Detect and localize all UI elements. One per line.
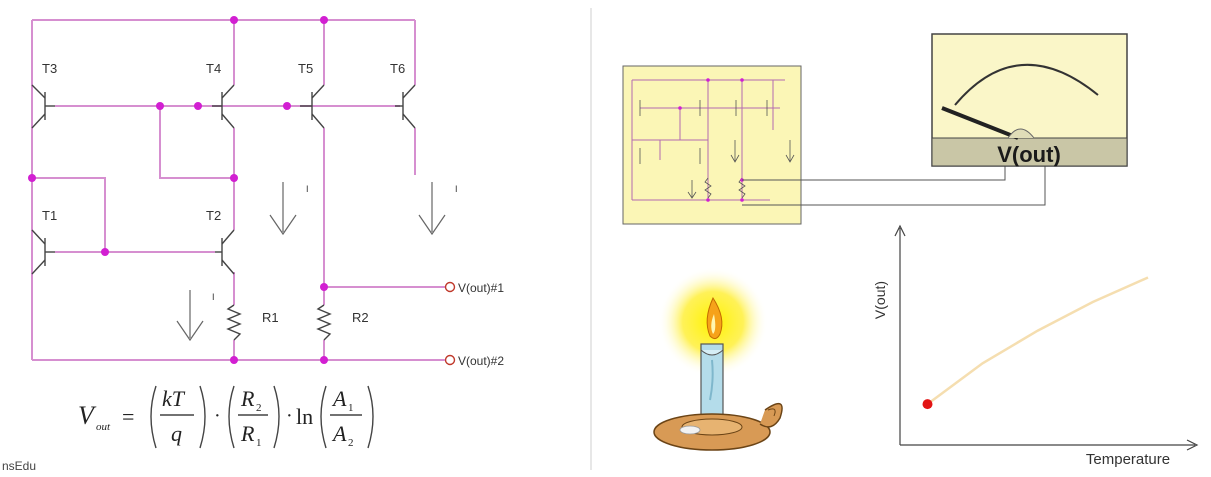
label-t6: T6 xyxy=(390,61,405,76)
node xyxy=(320,356,328,364)
formula-dot-2: · xyxy=(286,405,293,427)
meter-label: V(out) xyxy=(997,142,1061,167)
transistor-t2 xyxy=(215,229,235,275)
node xyxy=(194,102,202,110)
node xyxy=(230,174,238,182)
transistor-t4 xyxy=(212,84,235,129)
label-r2: R2 xyxy=(352,310,369,325)
transistor-t6 xyxy=(395,84,416,129)
formula-r1-sub: 1 xyxy=(256,437,262,449)
label-vout2: V(out)#2 xyxy=(458,354,504,368)
formula-v: V xyxy=(78,401,97,430)
formula-a2-sub: 2 xyxy=(348,437,354,449)
node xyxy=(320,283,328,291)
formula-q: q xyxy=(171,421,182,446)
node xyxy=(320,16,328,24)
label-vout1: V(out)#1 xyxy=(458,281,504,295)
formula-a2: A xyxy=(331,421,347,446)
t1-loop xyxy=(32,177,106,252)
formula-dot-1: · xyxy=(214,405,221,427)
current-arrow-3: I xyxy=(176,290,215,342)
meter-wire-2 xyxy=(742,158,1046,206)
graph-curve xyxy=(926,276,1149,406)
vout1-terminal xyxy=(444,281,456,293)
resistor-r2 xyxy=(316,304,332,341)
label-t3: T3 xyxy=(42,61,57,76)
node xyxy=(283,102,291,110)
t4-loop xyxy=(159,106,234,179)
label-t2: T2 xyxy=(206,208,221,223)
formula-r1: R xyxy=(240,421,255,446)
graph-ylabel: V(out) xyxy=(872,281,888,319)
formula: V out = kT q · R 2 R 1 · ln A 1 A 2 xyxy=(78,385,374,449)
footer-credit: nsEdu xyxy=(2,459,36,473)
circuit-diagram: T3 T4 T5 T6 T1 T2 I I I R1 R2 V(out)#1 V… xyxy=(28,16,504,368)
formula-r2-sub: 2 xyxy=(256,402,262,414)
voltmeter: V(out) xyxy=(931,33,1128,167)
meter-needle xyxy=(941,106,1019,140)
formula-v-sub: out xyxy=(96,421,111,433)
vout-temperature-graph: V(out) Temperature xyxy=(872,224,1199,468)
current-arrow-1: I xyxy=(269,182,309,236)
label-r1: R1 xyxy=(262,310,279,325)
current-arrow-2: I xyxy=(418,182,458,236)
formula-ln: ln xyxy=(296,404,313,429)
graph-start-point xyxy=(922,399,933,410)
formula-r2: R xyxy=(240,386,255,411)
node xyxy=(156,102,164,110)
node xyxy=(101,248,109,256)
svg-text:I: I xyxy=(306,184,309,194)
label-t4: T4 xyxy=(206,61,221,76)
formula-a1: A xyxy=(331,386,347,411)
formula-equals: = xyxy=(122,404,134,429)
resistor-r1 xyxy=(226,304,242,341)
node xyxy=(230,356,238,364)
graph-xlabel: Temperature xyxy=(1086,451,1170,468)
transistor-t1 xyxy=(31,229,55,275)
node xyxy=(230,16,238,24)
transistor-t3 xyxy=(31,84,55,129)
mini-circuit-panel xyxy=(622,65,802,225)
formula-a1-sub: 1 xyxy=(348,402,354,414)
transistor-t5 xyxy=(300,84,325,129)
label-t5: T5 xyxy=(298,61,313,76)
formula-kt: kT xyxy=(162,386,186,411)
svg-text:I: I xyxy=(455,184,458,194)
svg-text:I: I xyxy=(212,292,215,302)
vout2-terminal xyxy=(444,354,456,366)
candle-illustration xyxy=(653,267,783,451)
node xyxy=(28,174,36,182)
label-t1: T1 xyxy=(42,208,57,223)
